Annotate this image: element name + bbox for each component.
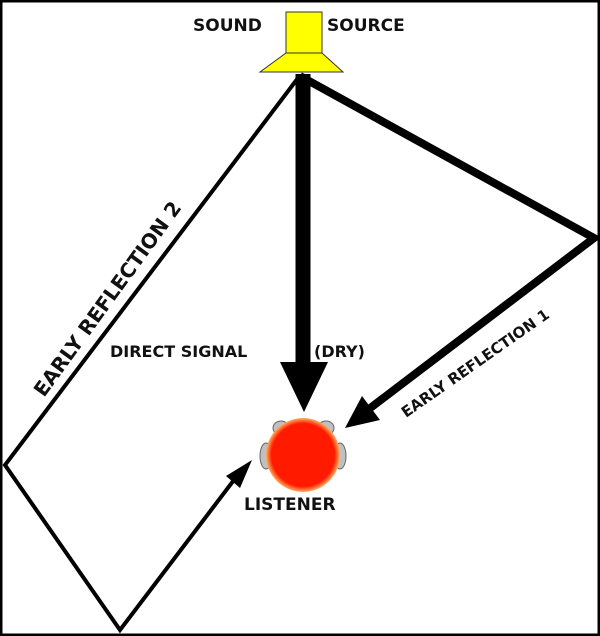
listener-icon <box>259 418 347 492</box>
direct-signal-arrowhead <box>280 362 328 412</box>
label-source: SOURCE <box>327 16 405 36</box>
early-reflection-2-arrowhead <box>226 460 252 488</box>
early-reflection-2-path <box>2 76 300 634</box>
speaker-icon <box>258 11 345 73</box>
early-reflection-1-arrowhead <box>345 396 380 428</box>
label-sound: SOUND <box>193 16 262 36</box>
early-reflection-1-path <box>298 72 600 416</box>
label-direct-signal: DIRECT SIGNAL <box>110 342 247 361</box>
label-dry: (DRY) <box>314 342 365 361</box>
label-listener: LISTENER <box>244 495 336 515</box>
